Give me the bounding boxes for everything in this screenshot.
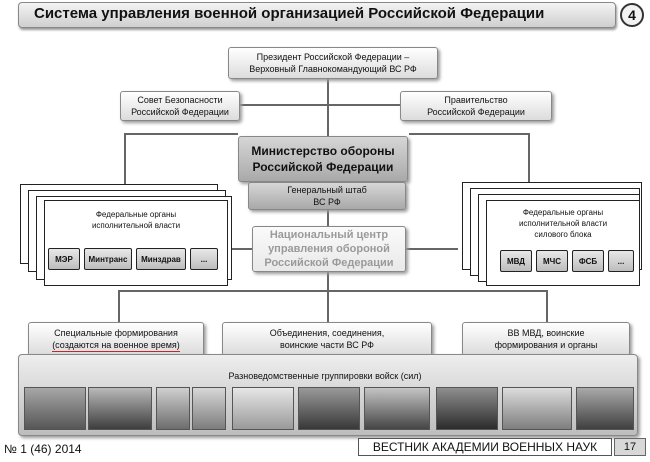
connector-left-down: [124, 133, 126, 189]
page-number: 17: [614, 438, 646, 456]
vv-mvd-line1: ВВ МВД, воинские: [507, 328, 585, 338]
government-box: Правительство Российской Федерации: [400, 91, 552, 121]
chip-right-more: ...: [608, 250, 634, 272]
ndcc-line2: управления обороной: [268, 243, 390, 255]
officers-photo: [576, 387, 634, 430]
connector-ndcc-right: [406, 248, 458, 250]
slide-number-badge: 4: [620, 3, 644, 27]
units-box: Объединения, соединения, воинские части …: [222, 322, 432, 356]
general-staff-line2: ВС РФ: [313, 197, 341, 207]
chip-left-more: ...: [190, 248, 218, 270]
connector-gs-ndcc: [327, 210, 329, 228]
ndcc-line3: Российской Федерации: [264, 257, 394, 269]
right-agencies-line3: силового блока: [534, 230, 592, 239]
ministry-of-defence-box: Министерство обороны Российской Федераци…: [238, 136, 408, 182]
connector-bus-right: [546, 290, 548, 322]
connector-bus-left: [118, 290, 120, 322]
government-line1: Правительство: [444, 95, 508, 105]
page-title: Система управления военной организацией …: [34, 5, 545, 22]
mod-line2: Российской Федерации: [252, 160, 394, 174]
security-council-line1: Совет Безопасности: [137, 95, 223, 105]
security-council-box: Совет Безопасности Российской Федерации: [120, 91, 240, 121]
chip-mvd: МВД: [500, 250, 532, 272]
general-staff-line1: Генеральный штаб: [287, 185, 367, 195]
connector-ndcc-left: [228, 248, 252, 250]
president-line2: Верховный Главнокомандующий ВС РФ: [249, 64, 417, 74]
mod-line1: Министерство обороны: [251, 144, 395, 158]
president-line1: Президент Российской Федерации –: [256, 52, 410, 62]
connector-bottom-bus: [118, 290, 548, 292]
chip-mchs: МЧС: [536, 250, 568, 272]
issue-number: № 1 (46) 2014: [4, 442, 82, 456]
right-agencies-line2: исполнительной власти: [518, 219, 608, 228]
left-agencies-line2: исполнительной власти: [91, 221, 181, 230]
journal-title: ВЕСТНИК АКАДЕМИИ ВОЕННЫХ НАУК: [358, 438, 612, 456]
connector-president-mod: [327, 79, 329, 136]
left-agencies-card: Федеральные органы исполнительной власти: [44, 200, 228, 286]
chip-mintrans: Минтранс: [84, 248, 132, 270]
government-line2: Российской Федерации: [427, 107, 525, 117]
president-box: Президент Российской Федерации – Верховн…: [228, 47, 438, 79]
security-council-line2: Российской Федерации: [131, 107, 229, 117]
chip-fsb: ФСБ: [572, 250, 604, 272]
special-formations-line2: (создаются на военное время): [52, 339, 180, 352]
hovercraft-photo: [232, 387, 294, 430]
title-bar: [18, 2, 616, 28]
units-line1: Объединения, соединения,: [269, 328, 385, 338]
trucks-photo: [192, 387, 226, 430]
connector-councils: [240, 104, 400, 106]
helicopter-photo: [502, 387, 572, 430]
right-agencies-card: Федеральные органы исполнительной власти…: [486, 200, 640, 286]
vv-mvd-box: ВВ МВД, воинские формирования и органы: [462, 322, 630, 356]
connector-bus-center: [327, 290, 329, 322]
national-defence-center-box: Национальный центр управления обороной Р…: [252, 226, 406, 272]
units-line2: воинские части ВС РФ: [280, 340, 374, 350]
left-agencies-line1: Федеральные органы: [95, 210, 177, 219]
submarine-photo: [298, 387, 360, 430]
soldiers-photo: [24, 387, 86, 430]
connector-ndcc-down: [327, 272, 329, 290]
groupings-label: Разноведомственные группировки войск (си…: [228, 371, 422, 381]
riot-police-photo: [436, 387, 498, 430]
chip-minzdrav: Минздрав: [136, 248, 186, 270]
ndcc-line1: Национальный центр: [269, 229, 389, 241]
right-agencies-line1: Федеральные органы: [522, 208, 604, 217]
connector-right-down: [528, 133, 530, 189]
armored-vehicle-photo: [156, 387, 190, 430]
missile-launcher-photo: [364, 387, 430, 430]
connector-right-top: [409, 133, 529, 135]
general-staff-box: Генеральный штаб ВС РФ: [248, 182, 406, 210]
special-formations-box: Специальные формирования (создаются на в…: [28, 322, 204, 356]
vv-mvd-line2: формирования и органы: [494, 340, 598, 350]
parade-photo: [88, 387, 152, 430]
chip-mer: МЭР: [48, 248, 80, 270]
special-formations-line1: Специальные формирования: [54, 327, 178, 338]
connector-left-top: [125, 133, 238, 135]
